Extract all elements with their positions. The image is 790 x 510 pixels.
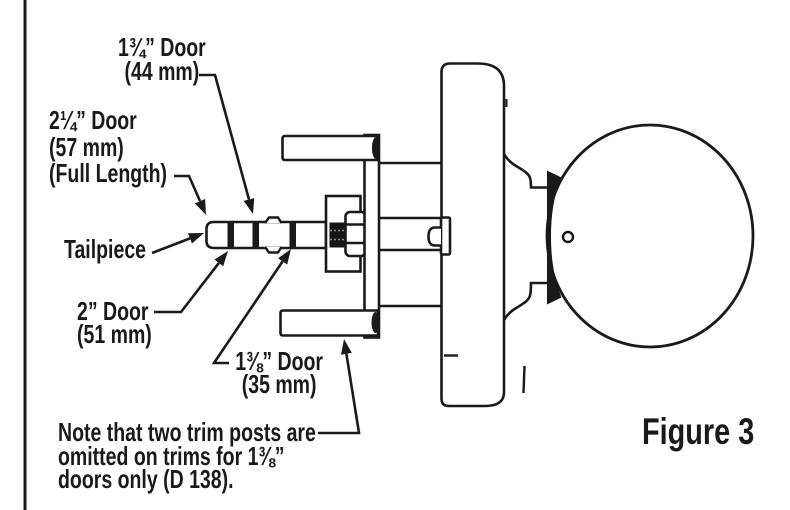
threaded-stud xyxy=(329,222,346,248)
score-band-1 xyxy=(227,221,234,249)
label-line: Note that two trim posts are xyxy=(58,417,316,447)
label-line: (51 mm) xyxy=(77,319,152,349)
arrow-full-length xyxy=(174,174,206,215)
label-line: 2” Door xyxy=(77,296,149,326)
label-line: (Full Length) xyxy=(49,158,168,188)
label-line: (35 mm) xyxy=(241,369,317,399)
arrow-2-door xyxy=(154,251,228,314)
rose xyxy=(440,62,548,408)
label-tailpiece: Tailpiece xyxy=(64,234,147,264)
arrow-note-trim-post xyxy=(318,339,361,435)
knob-base xyxy=(547,170,562,305)
label-line: 2¼” Door xyxy=(49,105,137,135)
score-band-3 xyxy=(289,221,296,249)
label-note: Note that two trim posts are omitted on … xyxy=(58,417,316,494)
knob-ball xyxy=(545,123,755,349)
arrow-tailpiece xyxy=(151,233,204,255)
label-line: Tailpiece xyxy=(64,234,147,264)
knob-pin-hole-icon xyxy=(561,230,575,244)
label-line: (44 mm) xyxy=(124,56,200,86)
label-line: 1¾” Door xyxy=(117,32,206,62)
label-line: omitted on trims for 1⅜” xyxy=(58,440,285,471)
trim-post-bottom xyxy=(279,309,380,337)
spindle-slot xyxy=(427,226,441,247)
chassis-outline xyxy=(379,161,442,308)
label-line: Figure 3 xyxy=(642,411,755,452)
label-1-3-4-door: 1¾” Door (44 mm) xyxy=(112,32,212,86)
crimp-bottom xyxy=(264,246,283,254)
leader-arrows xyxy=(151,73,361,435)
arrow-1-3-4-door xyxy=(199,73,255,214)
score-band-2 xyxy=(252,221,259,249)
inside-trim-plate xyxy=(363,133,381,339)
arrow-1-3-8-door xyxy=(211,249,291,365)
hex-nut xyxy=(344,210,367,258)
label-2-1-4-door: 2¼” Door (57 mm) (Full Length) xyxy=(49,107,167,187)
label-line: doors only (D 138). xyxy=(58,464,234,494)
label-1-3-8-door: 1⅜” Door (35 mm) xyxy=(230,346,328,399)
label-line: (57 mm) xyxy=(49,131,124,162)
label-2-door: 2” Door (51 mm) xyxy=(77,296,152,349)
label-line: 1⅜” Door xyxy=(235,346,324,376)
figure-caption: Figure 3 xyxy=(642,413,754,450)
spindle-end-plate xyxy=(439,216,452,256)
trim-post-top xyxy=(281,134,380,162)
tailpiece-drawing xyxy=(205,216,328,254)
crimp-top xyxy=(264,216,283,224)
spindle xyxy=(379,216,452,256)
